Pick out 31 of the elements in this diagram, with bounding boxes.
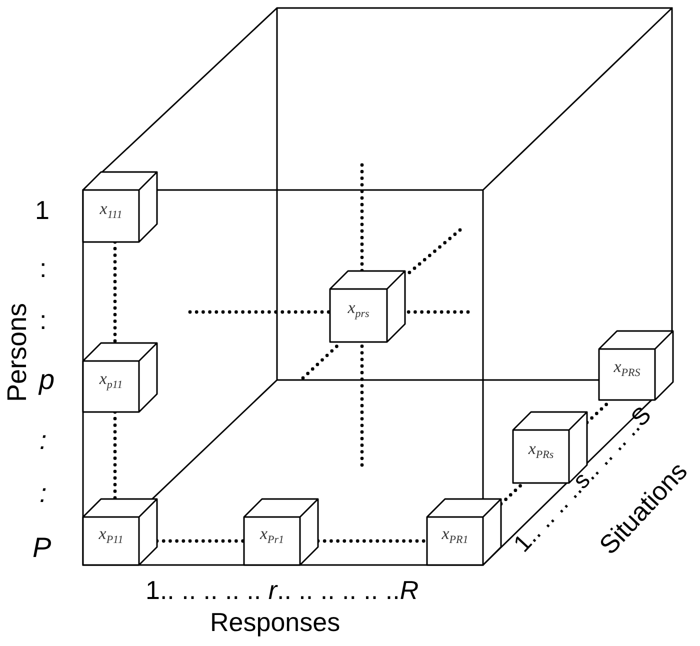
cell-label: x$_{PRS}$ xyxy=(614,357,640,380)
cell-label: x$_{p11}$ xyxy=(99,369,123,392)
dotted-line xyxy=(113,410,117,501)
cube xyxy=(330,271,405,342)
cell-label: x$_{111}$ xyxy=(100,198,122,220)
axis-title: Persons xyxy=(4,302,31,402)
cube xyxy=(83,343,157,412)
axis-tick-label: : xyxy=(40,255,47,281)
axis-tick-label: P xyxy=(32,534,52,562)
axis-tick-label: 1.. .. .. .. .. r.. .. .. .. .. ..R xyxy=(146,577,419,603)
axis-tick-label: : xyxy=(40,480,47,506)
dotted-line xyxy=(155,539,246,543)
cell-label: x$_{PR1}$ xyxy=(442,524,468,546)
cube xyxy=(83,499,157,565)
dotted-line xyxy=(499,481,525,506)
cell-label: x$_{Pr1}$ xyxy=(260,524,284,546)
cube xyxy=(427,499,501,565)
axis-tick-label: p xyxy=(39,366,55,394)
cube xyxy=(244,499,318,565)
dotted-line xyxy=(360,163,364,273)
cube xyxy=(599,331,673,400)
dotted-line xyxy=(113,240,117,345)
cell-label: x$_{PRs}$ xyxy=(528,438,554,461)
axis-tick-label: 1 xyxy=(35,197,50,223)
axis-title: Responses xyxy=(210,609,340,635)
cell-label: x$_{P11}$ xyxy=(98,524,124,546)
axis-tick-label: : xyxy=(40,307,47,333)
cell-label: x$_{prs}$ xyxy=(348,298,370,320)
dotted-line xyxy=(188,310,332,314)
axis-tick-label: : xyxy=(40,427,47,453)
cube xyxy=(83,172,157,242)
